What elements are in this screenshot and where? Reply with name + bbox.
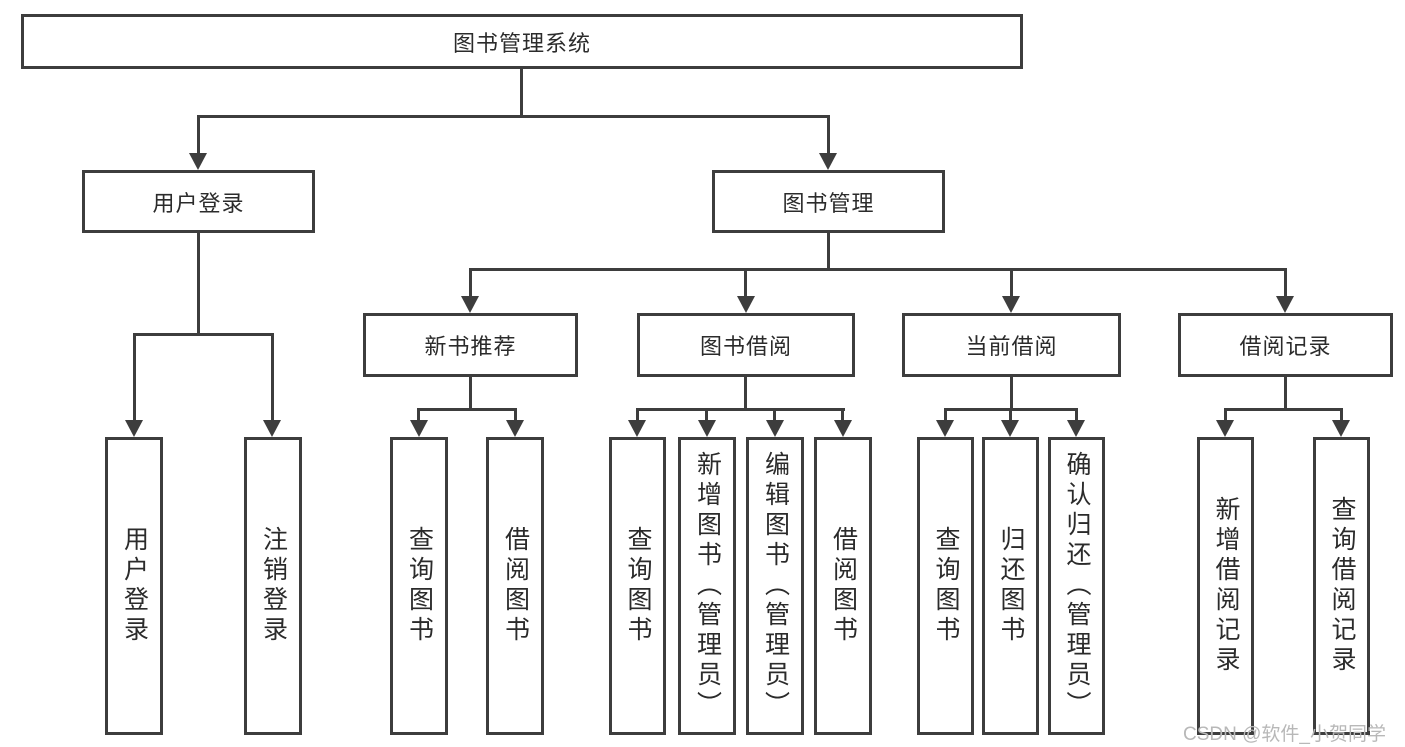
- arrow-down-icon: [1216, 420, 1234, 437]
- connector-borrow-trunk: [744, 377, 747, 410]
- leaf-query-books-borrow-label: 查询图书: [624, 526, 652, 646]
- leaf-query-books-current-label: 查询图书: [932, 526, 960, 646]
- connector-stem: [1010, 268, 1013, 300]
- arrow-down-icon: [737, 296, 755, 313]
- connector-stem: [1284, 268, 1287, 300]
- connector-records-rail: [1224, 408, 1343, 411]
- leaf-borrow-books: 借阅图书: [814, 437, 872, 735]
- arrow-down-icon: [125, 420, 143, 437]
- connector-stem: [1224, 408, 1227, 422]
- node-book-borrow-label: 图书借阅: [699, 334, 792, 359]
- connector-stem: [841, 408, 844, 422]
- connector-stem: [636, 408, 639, 422]
- connector-stem: [469, 268, 472, 300]
- leaf-query-borrow-record-label: 查询借阅记录: [1328, 496, 1356, 676]
- connector-stem: [827, 115, 830, 155]
- connector-stem: [417, 408, 420, 422]
- arrow-down-icon: [189, 153, 207, 170]
- connector-borrow-rail: [636, 408, 845, 411]
- connector-stem: [514, 408, 517, 422]
- node-book-management-label: 图书管理: [782, 190, 875, 216]
- connector-stem: [271, 333, 274, 421]
- leaf-confirm-return-admin: 确认归还（管理员）: [1048, 437, 1105, 735]
- leaf-add-books-admin-label: 新增图书（管理员）: [693, 451, 722, 721]
- arrow-down-icon: [461, 296, 479, 313]
- node-borrow-records-label: 借阅记录: [1239, 334, 1332, 359]
- connector-root-rail: [197, 115, 830, 118]
- connector-stem: [1009, 408, 1012, 422]
- node-borrow-records: 借阅记录: [1178, 313, 1393, 377]
- arrow-down-icon: [1067, 420, 1085, 437]
- leaf-logout: 注销登录: [244, 437, 302, 735]
- leaf-add-borrow-record: 新增借阅记录: [1197, 437, 1254, 735]
- node-new-book-recommend-label: 新书推荐: [424, 334, 517, 359]
- connector-stem: [944, 408, 947, 422]
- node-root-label: 图书管理系统: [452, 30, 591, 56]
- leaf-edit-books-admin: 编辑图书（管理员）: [746, 437, 804, 735]
- node-root: 图书管理系统: [21, 14, 1023, 69]
- connector-bookmgmt-rail: [469, 268, 1286, 271]
- connector-userlogin-trunk: [197, 233, 200, 335]
- node-book-management: 图书管理: [712, 170, 945, 233]
- leaf-return-books-label: 归还图书: [997, 526, 1025, 646]
- node-user-login: 用户登录: [82, 170, 315, 233]
- leaf-query-books-current: 查询图书: [917, 437, 974, 735]
- node-user-login-label: 用户登录: [152, 190, 245, 216]
- arrow-down-icon: [766, 420, 784, 437]
- connector-newbook-rail: [417, 408, 517, 411]
- connector-stem: [133, 333, 136, 421]
- leaf-logout-label: 注销登录: [259, 526, 288, 646]
- arrow-down-icon: [1001, 420, 1019, 437]
- leaf-query-books-borrow: 查询图书: [609, 437, 666, 735]
- arrow-down-icon: [263, 420, 281, 437]
- connector-root-trunk: [520, 69, 523, 117]
- arrow-down-icon: [1276, 296, 1294, 313]
- leaf-return-books: 归还图书: [982, 437, 1039, 735]
- watermark: CSDN @软件_小贺同学: [1183, 724, 1386, 745]
- node-current-borrow-label: 当前借阅: [965, 334, 1058, 359]
- connector-stem: [705, 408, 708, 422]
- arrow-down-icon: [819, 153, 837, 170]
- leaf-user-login-label: 用户登录: [120, 526, 149, 646]
- connector-stem: [773, 408, 776, 422]
- arrow-down-icon: [506, 420, 524, 437]
- connector-stem: [197, 115, 200, 155]
- leaf-edit-books-admin-label: 编辑图书（管理员）: [761, 451, 790, 721]
- arrow-down-icon: [1332, 420, 1350, 437]
- leaf-add-books-admin: 新增图书（管理员）: [678, 437, 736, 735]
- leaf-borrow-books-recommend-label: 借阅图书: [501, 526, 530, 646]
- connector-records-trunk: [1284, 377, 1287, 410]
- leaf-user-login: 用户登录: [105, 437, 163, 735]
- leaf-query-books-recommend-label: 查询图书: [405, 526, 434, 646]
- leaf-add-borrow-record-label: 新增借阅记录: [1212, 496, 1240, 676]
- node-book-borrow: 图书借阅: [637, 313, 855, 377]
- arrow-down-icon: [1002, 296, 1020, 313]
- connector-stem: [744, 268, 747, 300]
- leaf-borrow-books-recommend: 借阅图书: [486, 437, 544, 735]
- connector-current-trunk: [1010, 377, 1013, 410]
- leaf-query-borrow-record: 查询借阅记录: [1313, 437, 1370, 735]
- arrow-down-icon: [698, 420, 716, 437]
- leaf-borrow-books-label: 借阅图书: [829, 526, 858, 646]
- leaf-confirm-return-admin-label: 确认归还（管理员）: [1063, 451, 1091, 721]
- node-current-borrow: 当前借阅: [902, 313, 1121, 377]
- arrow-down-icon: [410, 420, 428, 437]
- connector-stem: [1340, 408, 1343, 422]
- connector-newbook-trunk: [469, 377, 472, 410]
- arrow-down-icon: [628, 420, 646, 437]
- node-new-book-recommend: 新书推荐: [363, 313, 578, 377]
- connector-bookmgmt-trunk: [827, 233, 830, 270]
- arrow-down-icon: [834, 420, 852, 437]
- leaf-query-books-recommend: 查询图书: [390, 437, 448, 735]
- connector-stem: [1075, 408, 1078, 422]
- arrow-down-icon: [936, 420, 954, 437]
- connector-userlogin-rail: [133, 333, 274, 336]
